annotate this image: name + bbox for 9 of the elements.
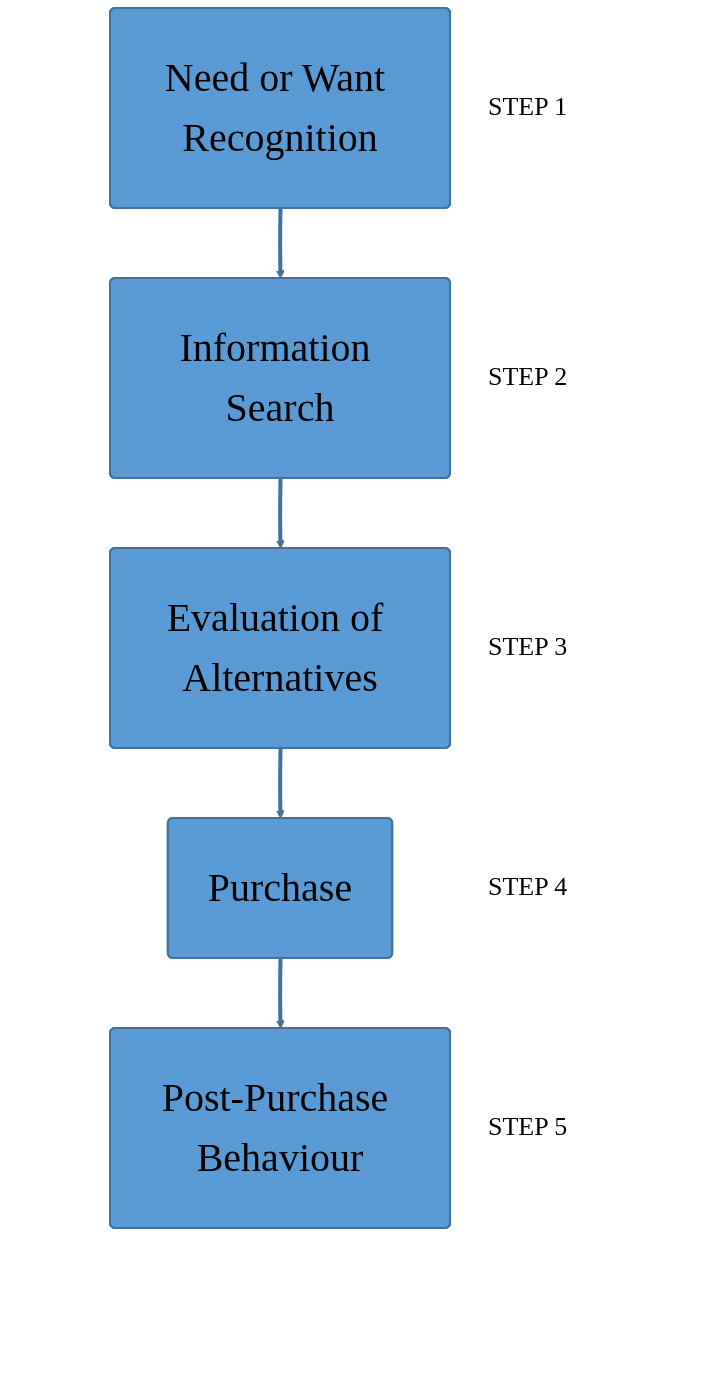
arrow <box>276 748 285 819</box>
step-label: STEP 2 <box>488 362 568 392</box>
step-label: STEP 5 <box>488 1112 568 1142</box>
arrow <box>276 478 285 549</box>
step-label: STEP 4 <box>488 872 568 902</box>
arrow <box>276 958 285 1029</box>
arrow <box>276 208 285 279</box>
step-label: STEP 3 <box>488 632 568 662</box>
step-label: STEP 1 <box>488 92 568 122</box>
